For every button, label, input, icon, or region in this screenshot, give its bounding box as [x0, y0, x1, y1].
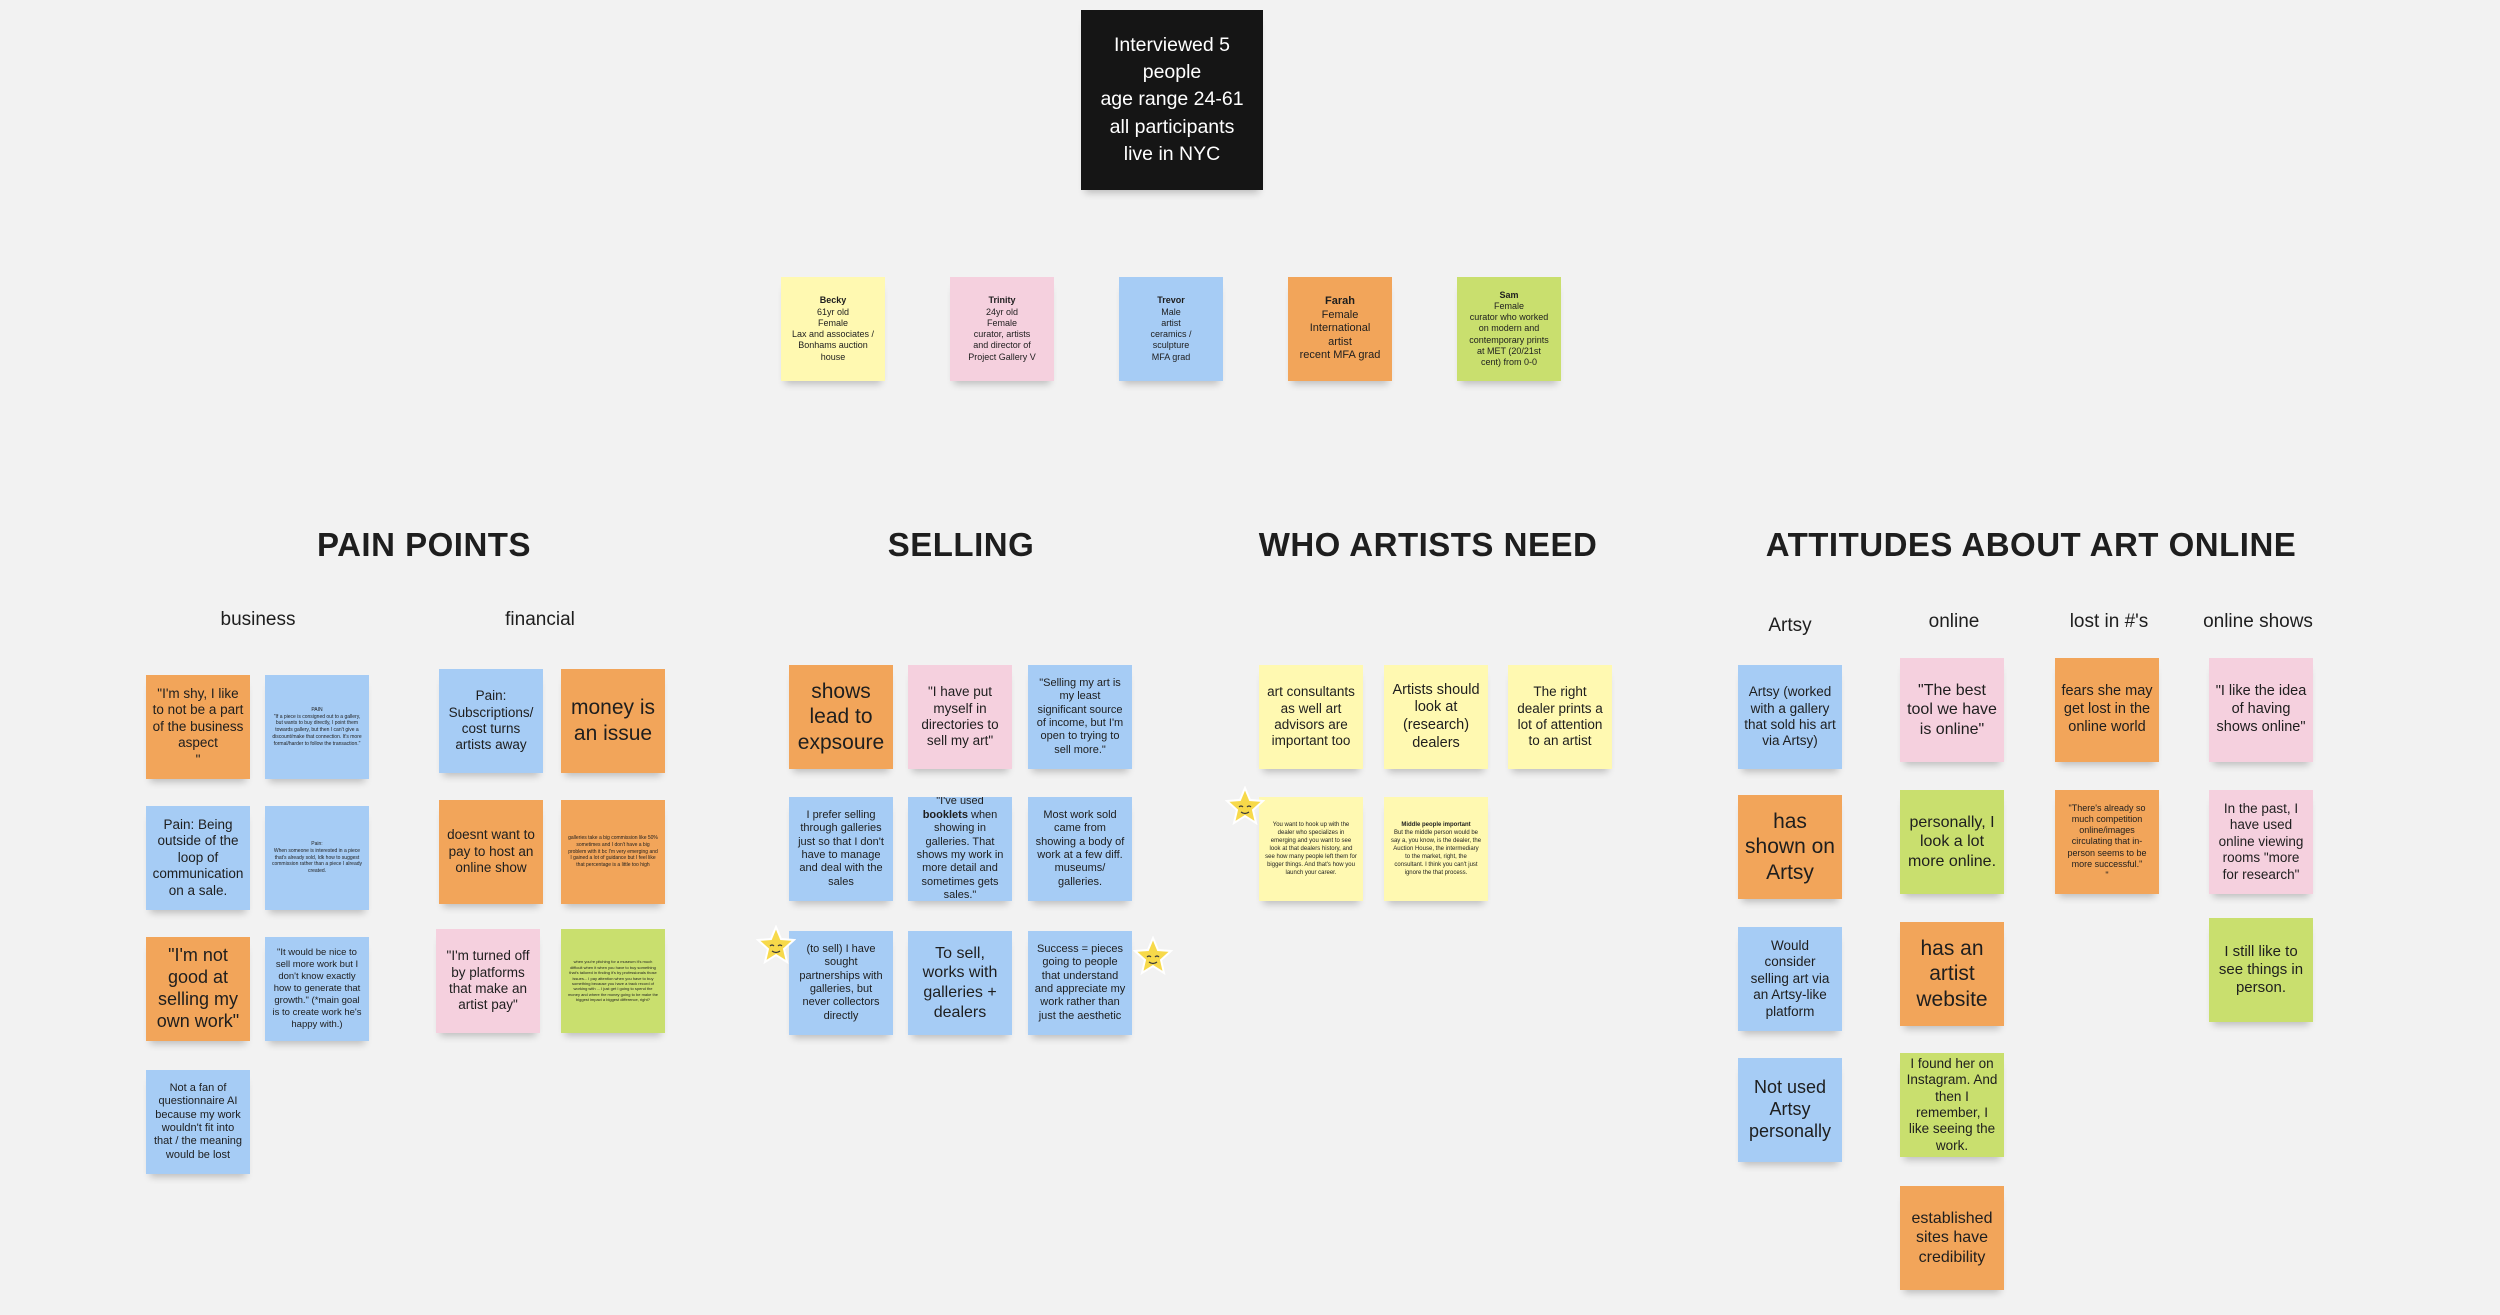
note-museum-pitching[interactable]: when you're pitching for a museum it's m… — [561, 929, 665, 1033]
note-artist-website[interactable]: has an artist website — [1900, 922, 2004, 1026]
note-right-dealer[interactable]: The right dealer prints a lot of attenti… — [1508, 665, 1612, 769]
subheading-financial: financial — [505, 609, 575, 630]
note-competition-online[interactable]: "There's already so much competition onl… — [2055, 790, 2159, 894]
note-best-tool-online[interactable]: "The best tool we have is online" — [1900, 658, 2004, 762]
participant-name: Farah — [1325, 295, 1355, 308]
participant-name: Becky — [819, 295, 847, 306]
participant-details: 24yr old Female curator, artists and dir… — [968, 306, 1036, 362]
note-hook-up-dealer[interactable]: You want to hook up with the dealer who … — [1259, 797, 1363, 901]
note-pain-commission[interactable]: Pain: When someone is interested in a pi… — [265, 806, 369, 910]
note-booklets-emphasis: booklets — [922, 808, 968, 821]
note-money-issue[interactable]: money is an issue — [561, 669, 665, 773]
heading-selling: SELLING — [887, 526, 1035, 563]
note-directories[interactable]: "I have put myself in directories to sel… — [908, 665, 1012, 769]
subheading-artsy: Artsy — [1768, 615, 1812, 636]
note-shows-exposure[interactable]: shows lead to expsoure — [789, 665, 893, 769]
participant-details: Female curator who worked on modern and … — [1469, 300, 1549, 368]
note-galleries-dealers[interactable]: To sell, works with galleries + dealers — [908, 931, 1012, 1035]
participant-details: Female International artist recent MFA g… — [1299, 308, 1381, 362]
note-prefer-galleries[interactable]: I prefer selling through galleries just … — [789, 797, 893, 901]
heading-attitudes-about-art-online: ATTITUDES ABOUT ART ONLINE — [1765, 526, 2297, 563]
note-established-sites[interactable]: established sites have credibility — [1900, 1186, 2004, 1290]
subheading-business: business — [220, 609, 296, 630]
note-pain-growth[interactable]: "It would be nice to sell more work but … — [265, 937, 369, 1041]
note-body-of-work[interactable]: Most work sold came from showing a body … — [1028, 797, 1132, 901]
heading-who-artists-need: WHO ARTISTS NEED — [1258, 526, 1598, 563]
participant-details: Male artist ceramics / sculpture MFA gra… — [1150, 306, 1192, 362]
note-gallery-commission[interactable]: galleries take a big commission like 50%… — [561, 800, 665, 904]
note-not-used-artsy[interactable]: Not used Artsy personally — [1738, 1058, 1842, 1162]
note-viewing-rooms[interactable]: In the past, I have used online viewing … — [2209, 790, 2313, 894]
subheading-lost-in-numbers: lost in #'s — [2069, 611, 2149, 632]
note-artsy-worked-gallery[interactable]: Artsy (worked with a gallery that sold h… — [1738, 665, 1842, 769]
note-success-definition[interactable]: Success = pieces going to people that un… — [1028, 931, 1132, 1035]
note-selling-income[interactable]: "Selling my art is my least significant … — [1028, 665, 1132, 769]
star-sticker-icon — [1133, 936, 1173, 976]
note-partnerships[interactable]: (to sell) I have sought partnerships wit… — [789, 931, 893, 1035]
note-artsy-like-platform[interactable]: Would consider selling art via an Artsy-… — [1738, 927, 1842, 1031]
participant-details: 61yr old Female Lax and associates / Bon… — [791, 306, 875, 362]
note-look-online[interactable]: personally, I look a lot more online. — [1900, 790, 2004, 894]
note-pain-subscriptions[interactable]: Pain: Subscriptions/ cost turns artists … — [439, 669, 543, 773]
participant-name: Trevor — [1157, 295, 1185, 306]
note-pain-not-good-selling[interactable]: "I'm not good at selling my own work" — [146, 937, 250, 1041]
subheading-online-shows: online shows — [2203, 611, 2313, 632]
participant-name: Trinity — [988, 295, 1016, 306]
note-platforms-artist-pay[interactable]: "I'm turned off by platforms that make a… — [436, 929, 540, 1033]
note-found-instagram[interactable]: I found her on Instagram. And then I rem… — [1900, 1053, 2004, 1157]
note-research-dealers[interactable]: Artists should look at (research) dealer… — [1384, 665, 1488, 769]
summary-note[interactable]: Interviewed 5 people age range 24-61 all… — [1081, 10, 1263, 190]
subheading-online: online — [1928, 611, 1980, 632]
note-booklets[interactable]: "I've used booklets when showing in gall… — [908, 797, 1012, 901]
note-booklets-text-b: when showing in galleries. That shows my… — [916, 808, 1004, 901]
star-sticker-icon — [1225, 786, 1265, 826]
note-booklets-text-a: "I've used — [936, 797, 984, 808]
note-art-consultants[interactable]: art consultants as well art advisors are… — [1259, 665, 1363, 769]
note-shown-on-artsy[interactable]: has shown on Artsy — [1738, 795, 1842, 899]
note-shows-online[interactable]: "I like the idea of having shows online" — [2209, 658, 2313, 762]
note-middle-people-title: Middle people important — [1401, 821, 1471, 828]
participant-name: Sam — [1499, 289, 1519, 300]
note-pain-consigned[interactable]: PAIN "If a piece is consigned out to a g… — [265, 675, 369, 779]
star-sticker-icon — [756, 925, 796, 965]
note-pain-communication[interactable]: Pain: Being outside of the loop of commu… — [146, 806, 250, 910]
note-pain-questionnaire-ai[interactable]: Not a fan of questionnaire AI because my… — [146, 1070, 250, 1174]
note-pain-shy[interactable]: "I'm shy, I like to not be a part of the… — [146, 675, 250, 779]
note-middle-people-text: But the middle person would be say a, yo… — [1390, 829, 1482, 877]
note-pay-online-show[interactable]: doesnt want to pay to host an online sho… — [439, 800, 543, 904]
note-lost-online[interactable]: fears she may get lost in the online wor… — [2055, 658, 2159, 762]
note-see-in-person[interactable]: I still like to see things in person. — [2209, 918, 2313, 1022]
heading-pain-points: PAIN POINTS — [317, 526, 531, 563]
